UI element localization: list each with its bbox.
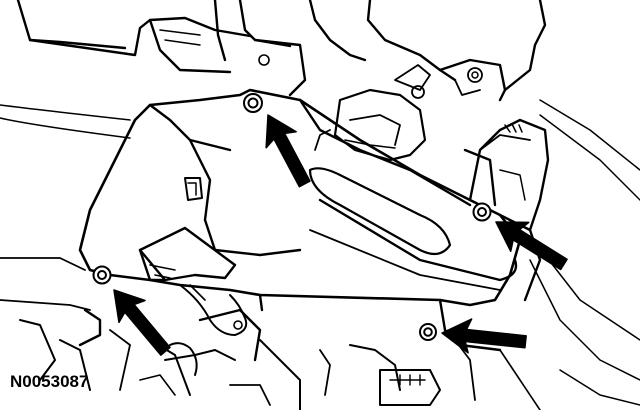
- bolt-lower-right: [419, 323, 437, 341]
- dash-trim-lines: [0, 99, 640, 381]
- arrow-lower-left-bolt: [113, 289, 171, 356]
- bolt-heads: [92, 93, 492, 341]
- arrow-upper-left-bolt: [265, 114, 311, 188]
- arrow-right-bolt: [495, 221, 568, 271]
- figure-reference-id: N0053087: [10, 372, 89, 391]
- lower-column-area: [0, 257, 640, 410]
- bracket-slot: [308, 167, 518, 291]
- upper-connector: [314, 88, 427, 162]
- dash-panel-outline: [16, 0, 547, 102]
- bolt-lower-left: [92, 265, 112, 285]
- arrow-lower-right-bolt: [441, 318, 527, 354]
- bracket-clip: [184, 177, 203, 201]
- bolt-right: [472, 202, 492, 222]
- bolt-upper-left: [243, 93, 263, 113]
- arrow-callouts: [113, 114, 568, 356]
